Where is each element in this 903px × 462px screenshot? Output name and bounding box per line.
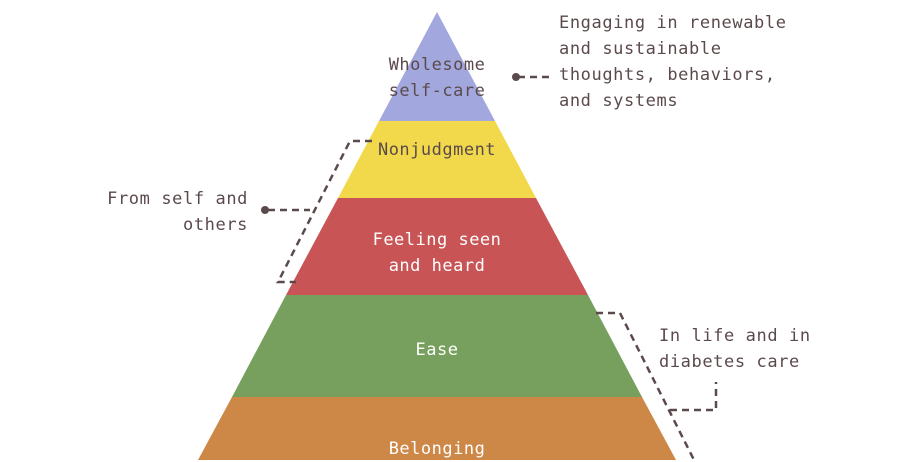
- level-belonging: [198, 397, 676, 460]
- left-dot: [261, 206, 269, 214]
- level-feeling-seen: [286, 198, 588, 295]
- annotation-top: Engaging in renewable and sustainable th…: [559, 13, 787, 111]
- right-bracket: [596, 311, 696, 460]
- level-label-wholesome: Wholesome self-care: [388, 55, 486, 101]
- level-label-ease: Ease: [415, 340, 459, 360]
- level-label-feeling-seen: Feeling seen and heard: [372, 230, 502, 276]
- level-wholesome-self-care: [379, 12, 495, 121]
- level-label-nonjudgment: Nonjudgment: [377, 140, 497, 160]
- right-connector: [670, 382, 718, 412]
- annotation-left: From self and others: [107, 189, 248, 235]
- level-label-belonging: Belonging: [388, 439, 486, 459]
- top-dot: [512, 73, 520, 81]
- level-nonjudgment: [338, 121, 536, 198]
- left-bracket: [275, 139, 372, 284]
- annotation-right: In life and in diabetes care: [659, 326, 811, 372]
- level-ease: [232, 295, 642, 397]
